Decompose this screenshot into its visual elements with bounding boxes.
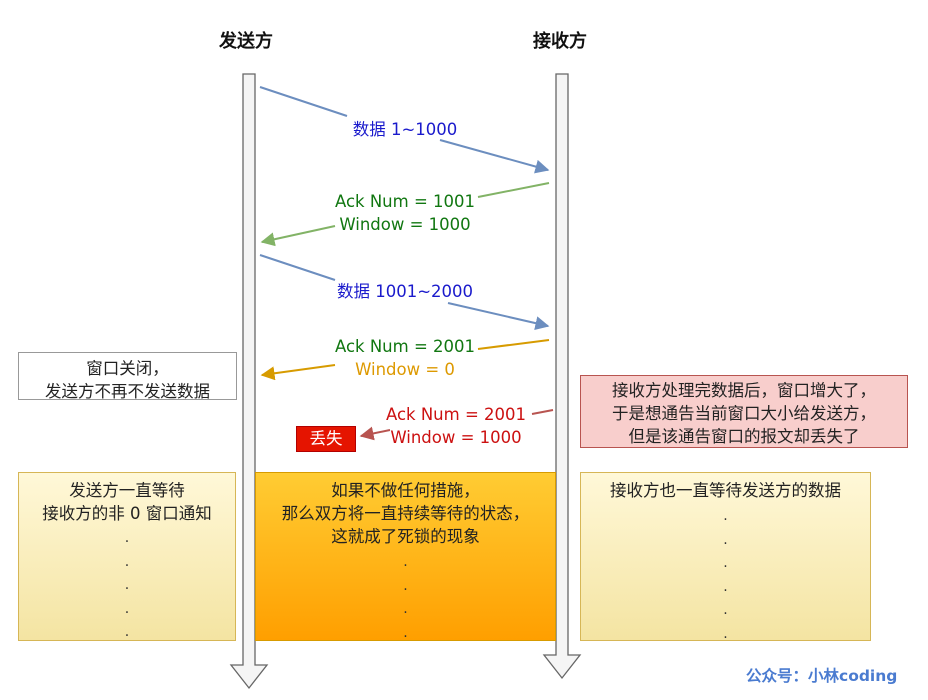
window-increased-note: 接收方处理完数据后，窗口增大了， 于是想通告当前窗口大小给发送方， 但是该通告窗…: [580, 375, 908, 448]
ack-1001-label: Ack Num = 1001 Window = 1000: [334, 192, 476, 234]
data-1001-2000-label: 数据 1001~2000: [336, 282, 474, 301]
deadlock-ellipsis: . . . .: [403, 554, 408, 641]
receiver-waiting-note: 接收方也一直等待发送方的数据 . . . . . .: [580, 472, 871, 642]
data-1-1000-label: 数据 1~1000: [352, 120, 458, 139]
watermark: 公众号：小林coding: [746, 667, 898, 685]
data-1-1000-arrow-part2: [439, 139, 550, 174]
ack-1001-arrow-part1: [477, 182, 550, 198]
lost-badge: 丢失: [296, 426, 356, 452]
sender-lifeline: [229, 73, 269, 690]
ack-2001-window0-label: Ack Num = 2001 Window = 0: [334, 337, 476, 379]
sender-heading: 发送方: [219, 31, 273, 52]
ack-2001-window1000-arrow-part2: [359, 426, 391, 441]
receiver-lifeline: [542, 73, 582, 680]
sender-waiting-note: 发送方一直等待 接收方的非 0 窗口通知 . . . . .: [18, 472, 236, 641]
ack-2001-window1000-arrow-part1: [531, 409, 554, 415]
ack-2001-window0-arrow-part1: [477, 339, 550, 350]
deadlock-note: 如果不做任何措施， 那么双方将一直持续等待的状态， 这就成了死锁的现象 . . …: [255, 472, 556, 641]
data-1001-2000-arrow-part2: [447, 302, 550, 330]
data-1-1000-arrow-part1: [259, 86, 348, 117]
window-closed-note: 窗口关闭， 发送方不再不发送数据: [18, 352, 237, 401]
sender-waiting-ellipsis: . . . . .: [124, 530, 130, 640]
data-1001-2000-arrow-part1: [259, 254, 336, 281]
receiver-waiting-ellipsis: . . . . . .: [723, 508, 728, 642]
ack-1001-arrow-part2: [260, 225, 336, 247]
receiver-heading: 接收方: [533, 31, 587, 52]
ack-2001-window0-arrow-part2: [260, 364, 336, 381]
ack-2001-window1000-label: Ack Num = 2001 Window = 1000: [385, 405, 527, 447]
